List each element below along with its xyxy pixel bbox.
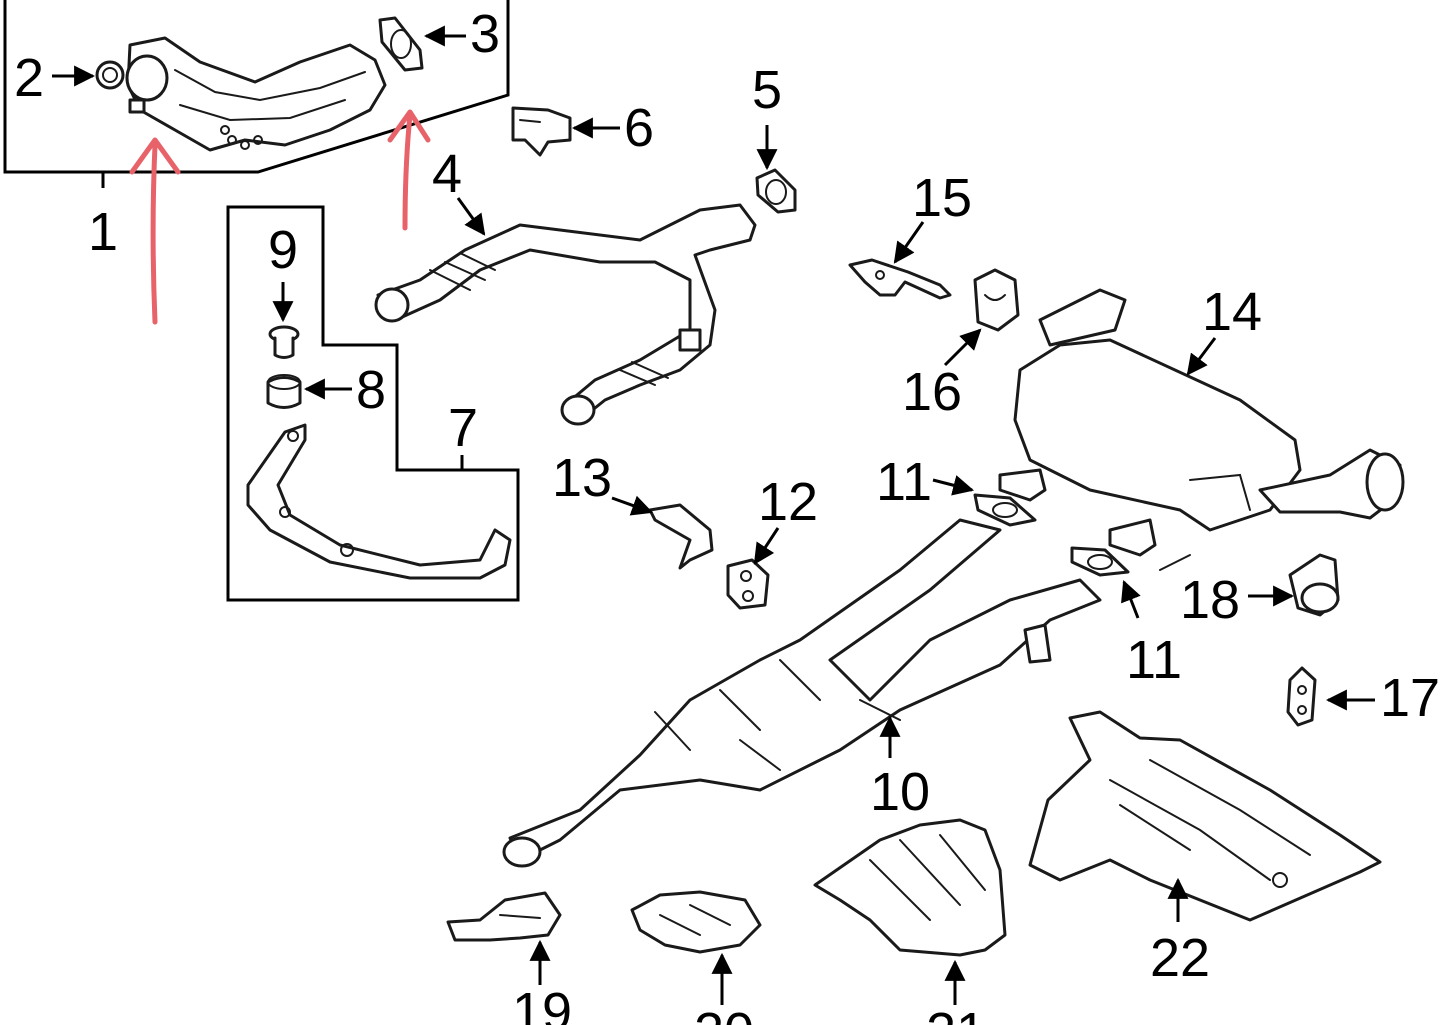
callout-17: 17 bbox=[1380, 668, 1440, 728]
bracket-13 bbox=[648, 503, 714, 570]
callout-15: 15 bbox=[912, 168, 972, 228]
mount-16 bbox=[973, 268, 1020, 332]
callout-4: 4 bbox=[432, 144, 462, 204]
callout-13: 13 bbox=[552, 448, 612, 508]
leader-lines bbox=[52, 25, 1375, 1005]
callout-18: 18 bbox=[1180, 570, 1240, 630]
heat-insulator-20 bbox=[630, 890, 762, 954]
center-pipe-10 bbox=[502, 518, 1102, 868]
red-annotation-arrow-left bbox=[129, 137, 181, 325]
callout-2: 2 bbox=[14, 48, 44, 108]
callout-14: 14 bbox=[1202, 282, 1262, 342]
callout-7: 7 bbox=[448, 398, 478, 458]
callout-22: 22 bbox=[1150, 928, 1210, 988]
callout-19: 19 bbox=[512, 982, 572, 1025]
gasket-11-lower bbox=[1070, 546, 1130, 577]
heat-insulator-22 bbox=[1028, 710, 1382, 922]
callout-8: 8 bbox=[356, 360, 386, 420]
mount-18 bbox=[1288, 553, 1340, 617]
gasket-3 bbox=[378, 16, 424, 72]
ring-seal-2 bbox=[95, 60, 125, 90]
y-pipe-4 bbox=[374, 203, 757, 426]
callout-labels: 1 2 3 4 5 6 7 8 9 10 11 11 12 13 14 15 1… bbox=[14, 4, 1440, 1025]
heat-insulator-21 bbox=[813, 818, 1007, 957]
heat-insulator-19 bbox=[446, 891, 562, 942]
callout-3: 3 bbox=[470, 4, 500, 64]
callout-1: 1 bbox=[88, 202, 118, 262]
bracket-6 bbox=[511, 106, 572, 157]
gasket-5 bbox=[755, 168, 797, 214]
hanger-17 bbox=[1286, 666, 1317, 727]
callout-21: 21 bbox=[926, 1002, 986, 1025]
front-catalytic-pipe bbox=[125, 36, 387, 152]
front-pipe-box bbox=[3, 0, 510, 188]
bushing-9 bbox=[268, 325, 300, 359]
callout-20: 20 bbox=[694, 1002, 754, 1025]
callout-6: 6 bbox=[624, 98, 654, 158]
callout-16: 16 bbox=[902, 362, 962, 422]
muffler-14 bbox=[998, 288, 1405, 571]
red-annotation-arrow-right bbox=[387, 109, 431, 231]
insulator-8 bbox=[266, 374, 302, 409]
callout-9: 9 bbox=[268, 220, 298, 280]
stay-bracket-7 bbox=[246, 423, 512, 580]
hanger-rubber-12 bbox=[726, 558, 770, 610]
callout-11-upper: 11 bbox=[876, 452, 932, 512]
callout-10: 10 bbox=[870, 762, 930, 822]
bracket-15 bbox=[848, 258, 952, 300]
callout-11-lower: 11 bbox=[1126, 630, 1182, 690]
bracket-set-box bbox=[226, 205, 520, 602]
callout-5: 5 bbox=[752, 60, 782, 120]
gasket-11-upper bbox=[973, 493, 1037, 527]
callout-12: 12 bbox=[758, 472, 818, 532]
